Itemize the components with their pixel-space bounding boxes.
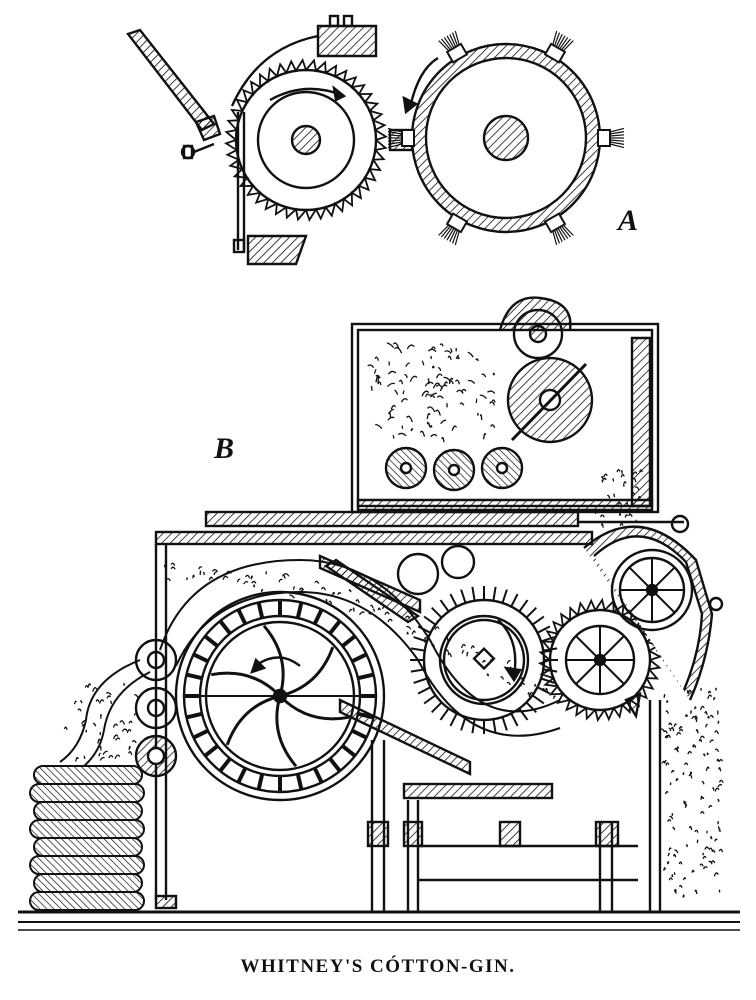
saw-cylinder-b bbox=[537, 597, 663, 723]
lint-stream bbox=[59, 558, 561, 767]
figure-caption: WHITNEY'S CÓTTON-GIN. bbox=[240, 956, 516, 977]
lint-pile bbox=[29, 765, 145, 911]
figure-b-label: B bbox=[214, 432, 235, 465]
lower-block bbox=[246, 234, 308, 266]
doffer-wheel bbox=[583, 525, 724, 720]
adjusting-screw bbox=[180, 142, 215, 160]
floor bbox=[18, 910, 740, 931]
figure-a bbox=[126, 14, 625, 266]
press-rollers bbox=[134, 638, 178, 778]
upper-pulleys bbox=[396, 544, 476, 596]
top-feed-roller bbox=[498, 296, 572, 360]
seed-fall bbox=[594, 468, 724, 898]
upper-guard bbox=[230, 14, 378, 107]
feed-board bbox=[126, 28, 222, 142]
figure-a-label: A bbox=[618, 204, 639, 237]
condenser-wheel bbox=[174, 590, 386, 802]
table-top bbox=[154, 510, 690, 546]
machine-frame bbox=[154, 544, 662, 912]
hopper-cylinder bbox=[506, 356, 594, 444]
saw-cylinder bbox=[224, 58, 388, 222]
brush-cylinder bbox=[387, 30, 625, 246]
seed-cotton bbox=[367, 342, 496, 443]
figure-b bbox=[18, 296, 740, 931]
small-rollers bbox=[384, 446, 524, 492]
